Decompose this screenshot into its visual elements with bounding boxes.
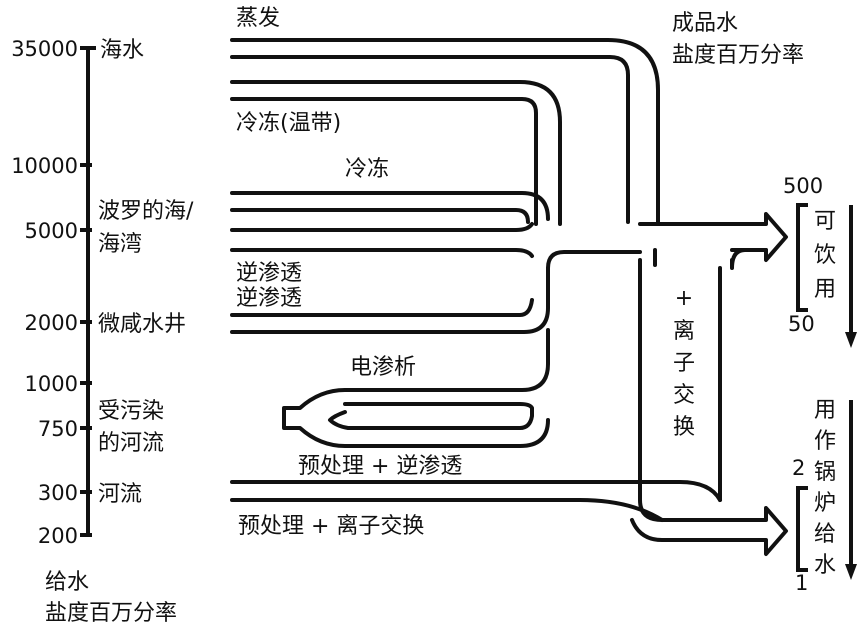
tick-label: 1000 xyxy=(25,372,78,396)
tick-label: 200 xyxy=(38,524,78,548)
process-labels: 蒸发 冷冻(温带) 冷冻 逆渗透 逆渗透 电渗析 预处理 + 逆渗透 预处理 +… xyxy=(236,6,695,539)
boiler-char: 给 xyxy=(814,522,836,547)
potable-range-top: 500 xyxy=(783,174,823,198)
product-axis-title: 成品水 xyxy=(672,11,738,36)
freezing-pipe-inner xyxy=(230,208,530,224)
potable-range-bottom: 50 xyxy=(788,312,815,336)
boiler-char: 水 xyxy=(814,553,836,578)
source-seawater: 海水 xyxy=(100,38,144,63)
reverse-osmosis-pipe-top xyxy=(546,250,642,270)
potable-char: 用 xyxy=(814,277,836,302)
process-freezing: 冷冻 xyxy=(345,157,389,182)
reverse-osmosis-pipe-a xyxy=(230,298,534,317)
ion-exchange-pipe-top xyxy=(730,248,768,270)
boiler-range-top: 2 xyxy=(792,456,805,480)
electrodialysis-pipe-bottom xyxy=(282,388,550,448)
feed-axis-title: 给水 xyxy=(45,570,89,595)
boiler-char: 作 xyxy=(814,429,836,454)
tick-label: 300 xyxy=(38,481,78,505)
tick-label: 35000 xyxy=(11,37,78,61)
potable-char: 可 xyxy=(814,209,836,234)
process-reverse-osmosis-1: 逆渗透 xyxy=(236,261,302,286)
boiler-char: 用 xyxy=(814,398,836,423)
source-polluted-river-2: 的河流 xyxy=(98,431,164,456)
down-arrow-icon xyxy=(845,332,857,348)
process-pretreat-ix: 预处理 + 离子交换 xyxy=(238,514,424,539)
electrodialysis-pipe-inner xyxy=(328,402,534,430)
process-reverse-osmosis-2: 逆渗透 xyxy=(236,286,302,311)
potable-flow-top xyxy=(230,222,534,232)
boiler-arrow xyxy=(630,506,788,556)
potable-flow-bottom xyxy=(230,248,534,258)
ion-exchange-char: 离 xyxy=(673,319,695,344)
ion-exchange-char: 子 xyxy=(673,351,695,376)
potable-arrow xyxy=(638,212,788,262)
freezing-temperate-pipe-inner xyxy=(230,97,538,226)
process-pipes xyxy=(230,38,788,556)
ion-exchange-plus: + xyxy=(675,286,693,311)
electrodialysis-pipe-top xyxy=(343,328,550,392)
source-polluted-river: 受污染 xyxy=(98,399,164,424)
source-baltic: 波罗的海/ xyxy=(98,199,194,224)
evaporation-pipe-outer xyxy=(230,38,660,226)
tick-label: 5000 xyxy=(25,219,78,243)
ion-exchange-char: 换 xyxy=(673,415,695,440)
potable-range-bracket xyxy=(796,203,808,312)
boiler-char: 炉 xyxy=(814,491,836,516)
source-baltic-gulf: 海湾 xyxy=(98,232,142,257)
process-electrodialysis: 电渗析 xyxy=(350,355,416,380)
ion-exchange-char: 交 xyxy=(673,383,695,408)
feed-salinity-axis: 35000 10000 5000 2000 1000 750 300 200 给… xyxy=(11,37,177,626)
feed-axis-subtitle: 盐度百万分率 xyxy=(45,601,177,626)
process-freezing-temperate: 冷冻(温带) xyxy=(236,111,341,136)
freezing-pipe-outer xyxy=(230,191,550,221)
boiler-range-bracket xyxy=(796,486,808,572)
process-evaporation: 蒸发 xyxy=(236,6,280,31)
product-axis-subtitle: 盐度百万分率 xyxy=(672,43,804,68)
tick-label: 10000 xyxy=(11,154,78,178)
boiler-range-bottom: 1 xyxy=(795,571,808,595)
source-brackish-well: 微咸水井 xyxy=(98,312,186,337)
tick-label: 2000 xyxy=(25,311,78,335)
source-labels: 海水 波罗的海/ 海湾 微咸水井 受污染 的河流 河流 xyxy=(98,38,194,507)
tick-label: 750 xyxy=(38,417,78,441)
pretreat-pipe-top xyxy=(230,480,722,502)
down-arrow-icon xyxy=(845,564,857,580)
potable-char: 饮 xyxy=(814,243,836,268)
pretreat-pipe-bottom xyxy=(230,498,664,522)
source-river: 河流 xyxy=(98,482,142,507)
freezing-temperate-pipe-outer xyxy=(230,80,562,226)
process-pretreat-ro: 预处理 + 逆渗透 xyxy=(298,454,462,479)
product-salinity-axis: 成品水 盐度百万分率 500 可 饮 用 50 2 用 作 锅 炉 给 水 1 xyxy=(672,11,857,595)
boiler-char: 锅 xyxy=(814,460,836,485)
evaporation-pipe-inner xyxy=(230,55,630,224)
reverse-osmosis-pipe-b xyxy=(230,266,550,334)
